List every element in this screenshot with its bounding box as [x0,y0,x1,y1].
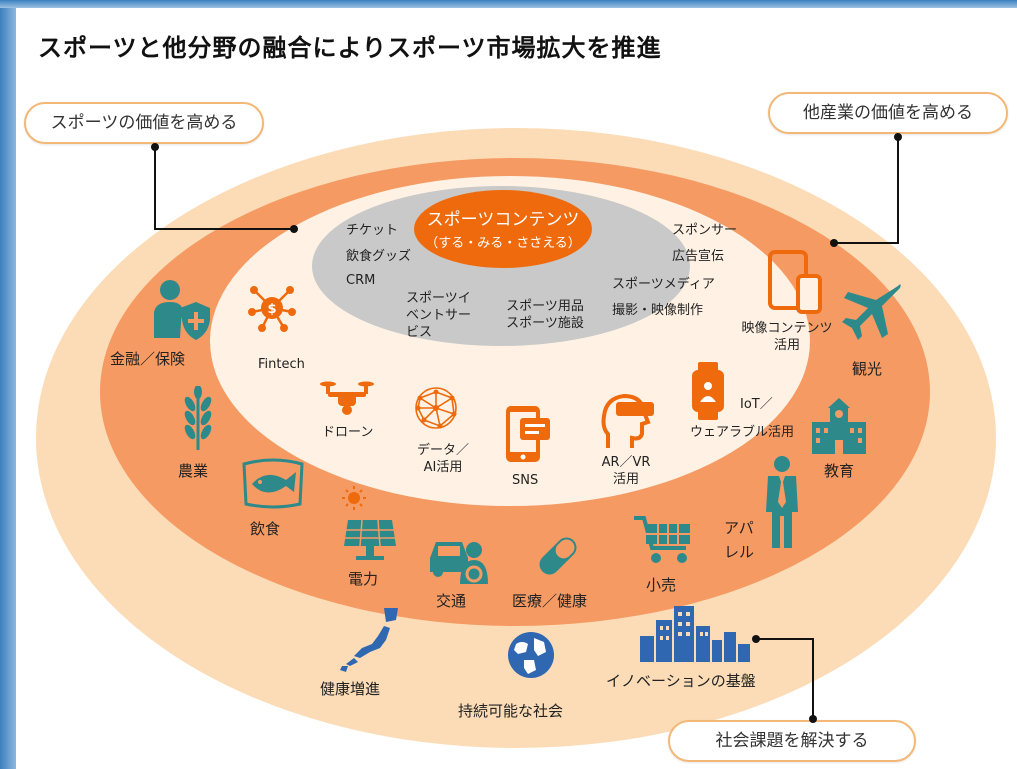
label-finance: 金融／保険 [110,350,186,368]
label-sustainable: 持続可能な社会 [458,702,564,720]
leader-dot [151,143,159,151]
leader-line-sports-v [154,146,156,230]
solar-panel-icon [340,486,400,564]
label-drone: ドローン [322,425,374,440]
label-food-goods: 飲食グッズ [346,249,412,264]
leader-line-social-v [812,638,814,720]
label-power: 電力 [348,570,379,588]
label-education: 教育 [824,462,855,480]
fintech-icon: $ [246,282,298,334]
car-driver-icon [428,532,490,586]
callout-other-industry-value: 他産業の価値を高める [768,92,1008,134]
shopping-cart-icon [632,514,694,566]
fish-plate-icon [240,454,306,512]
ai-network-icon [410,384,462,432]
leader-dot [290,225,298,233]
label-agriculture: 農業 [178,462,209,480]
label-ar-vr: AR／VR 活用 [601,455,651,487]
label-apparel: アパ レル [724,519,755,561]
label-video-content: 映像コンテンツ 活用 [741,321,833,353]
finance-shield-icon [150,278,212,342]
label-iot: IoT／ [740,397,773,412]
label-wearable: ウェアラブル活用 [690,425,795,440]
label-production: 撮影・映像制作 [612,303,704,318]
label-data-ai: データ／ AI活用 [416,443,469,475]
window-frame-top [0,0,1017,8]
label-ticket: チケット [346,223,399,238]
label-transport: 交通 [436,592,467,610]
label-medical: 医療／健康 [512,592,588,610]
wheat-icon [180,386,216,450]
label-event-service: スポーツイ ベントサー ビス [406,291,472,340]
leader-line-industry-h [834,242,899,244]
smartwatch-icon [690,362,726,420]
sns-phone-icon [504,404,554,466]
label-tourism: 観光 [852,360,883,378]
callout-sports-value: スポーツの価値を高める [24,102,264,144]
svg-text:$: $ [267,302,276,317]
japan-map-icon [340,606,400,672]
globe-icon [506,630,556,680]
label-sponsor: スポンサー [672,223,738,238]
airplane-icon [842,282,902,342]
leader-dot [894,133,902,141]
core-title: スポーツコンテンツ [426,210,580,230]
leader-dot [809,715,817,723]
label-health: 健康増進 [320,680,381,698]
tablet-phone-icon [768,250,824,314]
leader-line-social-h [756,638,814,640]
leader-dot [830,239,838,247]
leader-dot [752,635,760,643]
callout-social-issues: 社会課題を解決する [668,720,916,762]
label-sns: SNS [512,473,539,488]
label-food: 飲食 [250,520,281,538]
sports-content-core: スポーツコンテンツ （する・みる・ささえる） [414,190,592,268]
pill-capsule-icon [532,530,584,582]
leader-line-sports-h [154,228,294,230]
school-building-icon [810,398,868,454]
label-advertising: 広告宣伝 [672,249,725,264]
window-frame-left [0,0,16,769]
vr-headset-icon [598,388,656,450]
city-buildings-icon [640,606,750,662]
label-sports-media: スポーツメディア [612,277,715,292]
businessman-icon [764,456,800,548]
label-crm: CRM [346,273,376,288]
drone-icon [320,378,374,418]
label-innovation: イノベーションの基盤 [606,672,756,690]
label-retail: 小売 [646,576,677,594]
page-title: スポーツと他分野の融合によりスポーツ市場拡大を推進 [38,34,662,62]
label-fintech: Fintech [258,357,305,372]
label-goods-facility: スポーツ用品 スポーツ施設 [506,299,584,331]
core-subtitle: （する・みる・ささえる） [425,236,581,251]
leader-line-industry-v [897,136,899,244]
